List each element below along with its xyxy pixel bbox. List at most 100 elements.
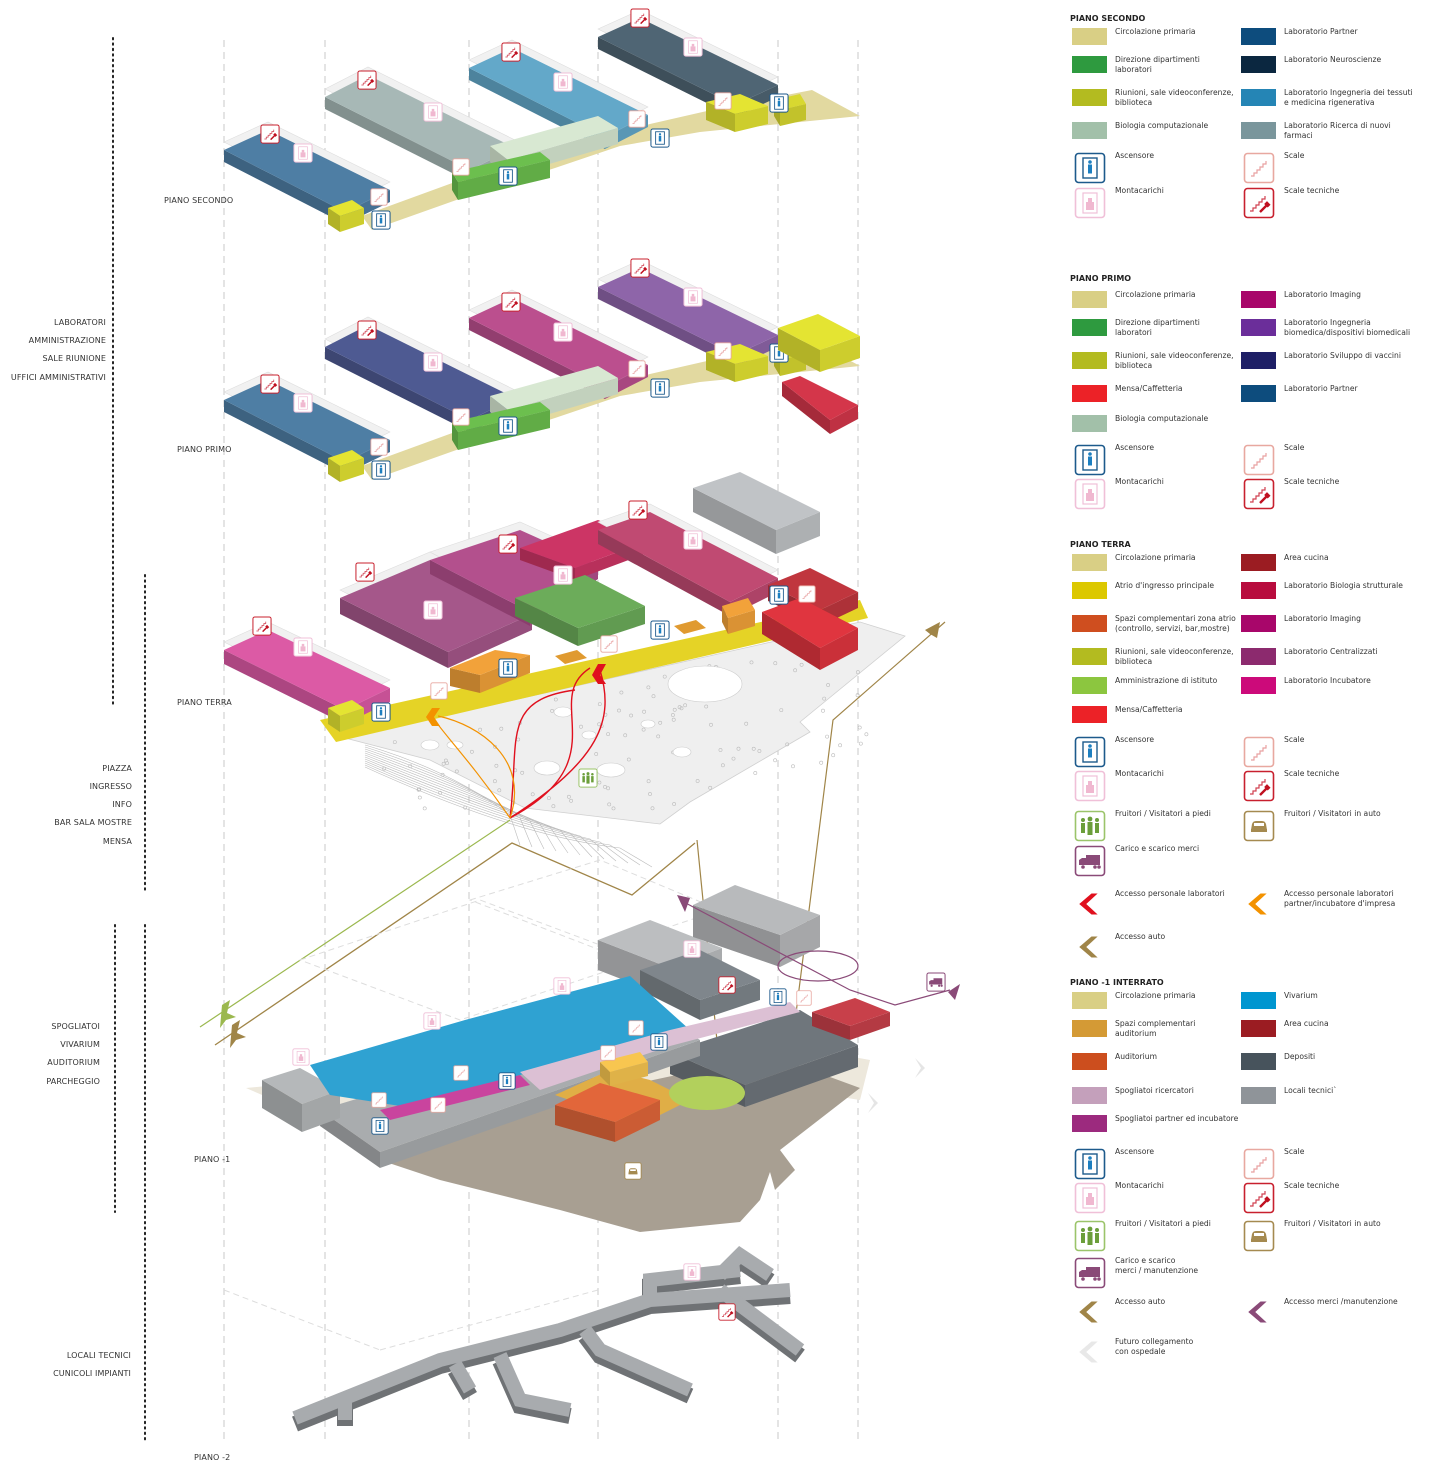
plaza-tree-dot: [497, 788, 502, 793]
staff-access-route: [509, 667, 606, 819]
plaza-tree-dot: [864, 732, 869, 737]
color-swatch: [1072, 291, 1107, 308]
auditorium-block: [555, 1083, 660, 1142]
legend-label: Montacarichi: [1115, 1181, 1164, 1190]
block-side: [598, 530, 730, 616]
use-label: INFO: [112, 800, 132, 809]
plaza-tree-dot: [695, 779, 700, 783]
block-side: [762, 612, 820, 670]
use-label: PARCHEGGIO: [46, 1077, 100, 1086]
color-swatch: [1241, 385, 1276, 402]
plaza-tree-dot: [671, 713, 675, 717]
spogliatoi-partner-area: [380, 1075, 530, 1120]
elevator-icon: [371, 210, 391, 230]
legend-label: Montacarichi: [1115, 769, 1164, 778]
color-swatch: [1241, 352, 1276, 369]
elevator-icon: [371, 1117, 389, 1135]
service-route-line: [679, 899, 951, 1006]
color-swatch: [1241, 319, 1276, 336]
technical-stairs-icon: [630, 258, 650, 278]
block-top: [325, 325, 515, 420]
stairs-icon: [1243, 1148, 1275, 1180]
elevator-icon: [371, 460, 391, 480]
technical-stairs-icon: [501, 292, 521, 312]
plaza-opening: [553, 706, 573, 718]
use-label: PIAZZA: [102, 764, 132, 773]
legend-label: Spazi complementari zona atrio (controll…: [1115, 614, 1236, 633]
technical-stairs-icon: [501, 42, 521, 62]
technical-stairs-icon: [630, 8, 650, 28]
plaza-tree-dot: [594, 752, 599, 756]
legend-label: Laboratorio Partner: [1284, 27, 1358, 36]
plaza-tree-dot: [821, 708, 825, 713]
block-top: [490, 366, 618, 410]
block-top: [328, 200, 364, 216]
legend-label: Accesso auto: [1115, 932, 1166, 941]
stair-step-line: [364, 746, 533, 848]
elevator-icon: [650, 1033, 668, 1051]
plaza-opening: [420, 739, 440, 751]
legend-label: Carico e scarico merci: [1115, 844, 1200, 853]
legend-label: Scale: [1284, 735, 1305, 744]
legend-label: Direzione dipartimenti laboratori: [1115, 55, 1200, 74]
lab-block-1-piano-primo: [223, 371, 391, 474]
plaza-tree-dot: [438, 790, 443, 795]
stairs-icon: [714, 342, 732, 360]
block-top: [515, 575, 645, 628]
use-label: CUNICOLI IMPIANTI: [53, 1369, 131, 1378]
use-label: MENSA: [102, 837, 132, 846]
plaza-tree-dot: [642, 709, 647, 714]
legend-label: Laboratorio Incubatore: [1284, 676, 1371, 685]
stairs-icon: [796, 990, 812, 1006]
freight-elevator-icon: [683, 530, 703, 550]
block-front: [735, 356, 768, 382]
color-swatch: [1241, 1087, 1276, 1104]
technical-tunnel: [292, 1283, 791, 1425]
block-front: [700, 980, 760, 1020]
legend-label: Circolazione primaria: [1115, 991, 1196, 1000]
plaza-tree-dot: [799, 662, 804, 667]
use-label: SALE RIUNIONE: [42, 354, 106, 363]
plaza-tree-dot: [826, 683, 831, 687]
freight-elevator-icon: [1074, 770, 1106, 802]
plaza-tree-dot: [679, 706, 684, 711]
elevator-icon: [650, 620, 670, 640]
block-front: [610, 1062, 648, 1086]
plaza-tree-dot: [709, 722, 713, 727]
legend-label: Fruitori / Visitatori a piedi: [1115, 809, 1211, 818]
block-front: [745, 1045, 858, 1107]
plaza-tree-dot: [856, 670, 860, 675]
plaza-tree-dot: [672, 802, 677, 806]
legend-label: Laboratorio Imaging: [1284, 290, 1361, 299]
plaza-opening: [596, 762, 626, 778]
car-icon: [1243, 1220, 1275, 1252]
color-swatch: [1241, 89, 1276, 106]
block-front: [850, 1012, 890, 1040]
block-front: [820, 628, 858, 670]
service-loop: [777, 950, 859, 982]
plaza-tree-dot: [551, 804, 556, 809]
stairs-icon: [798, 585, 816, 603]
plaza-tree-dot: [650, 806, 655, 811]
legend-label: Ascensore: [1115, 1147, 1155, 1156]
chevron-red-icon: [1074, 890, 1102, 918]
floor-label-piano-meno-1: PIANO -1: [194, 1155, 231, 1164]
legend-label: Laboratorio Ingegneria dei tessuti e med…: [1284, 88, 1413, 107]
chevron-purple-icon: [677, 895, 690, 912]
color-swatch: [1241, 1020, 1276, 1037]
color-swatch: [1072, 648, 1107, 665]
block-side: [706, 102, 735, 132]
chevron-orange-icon: [426, 708, 440, 726]
stairs-icon: [370, 188, 388, 206]
use-label: VIVARIUM: [60, 1040, 100, 1049]
plaza-tree-dot: [731, 756, 736, 761]
pedestrians-icon: [578, 768, 598, 788]
color-swatch: [1072, 385, 1107, 402]
technical-stairs-icon: [357, 70, 377, 90]
legend-label: Laboratorio Ingegneria biomedica/disposi…: [1284, 318, 1411, 337]
block-side: [706, 352, 735, 382]
legend-label: Scale tecniche: [1284, 769, 1340, 778]
grey-block-b: [693, 885, 820, 967]
block-side: [555, 1105, 615, 1142]
legend-label: Riunioni, sale videoconferenze, bibliote…: [1115, 88, 1234, 107]
